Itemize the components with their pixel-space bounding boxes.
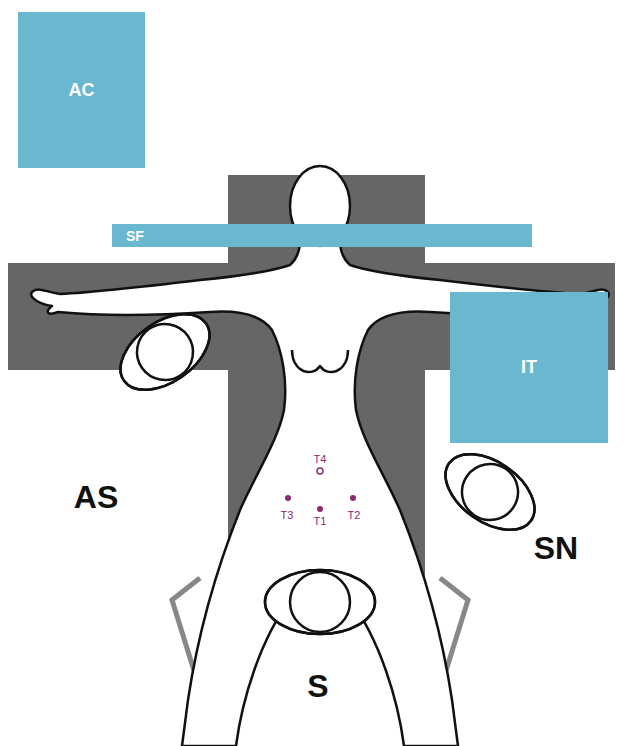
node-label: AC <box>69 80 95 101</box>
staff-label: AS <box>74 481 118 513</box>
trocar-marks <box>285 468 356 512</box>
node-label: SF <box>126 228 144 244</box>
staff-label: S <box>307 670 328 702</box>
patient <box>31 166 609 746</box>
trocar-label: T1 <box>314 516 327 527</box>
equipment-bar: SF <box>112 224 532 247</box>
equipment-box: IT <box>450 292 608 443</box>
staff-label: SN <box>534 532 578 564</box>
trocar-label: T3 <box>281 510 294 521</box>
trocar-label: T4 <box>314 454 327 465</box>
node-label: IT <box>521 357 537 378</box>
trocar-label: T2 <box>348 510 361 521</box>
equipment-box: AC <box>18 12 145 168</box>
